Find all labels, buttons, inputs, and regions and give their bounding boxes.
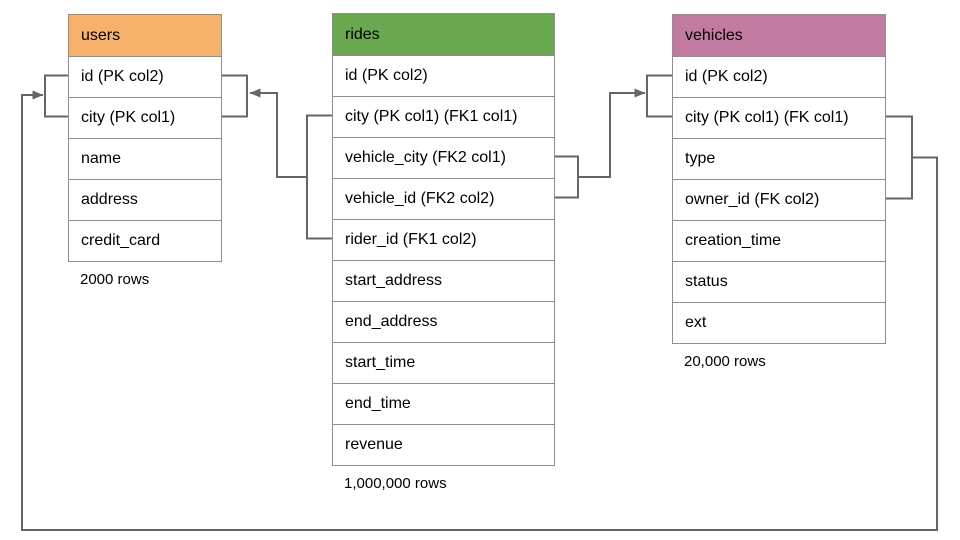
table-row: city (PK col1) [69,97,221,138]
table-vehicles-columns: id (PK col2)city (PK col1) (FK col1)type… [673,56,885,343]
table-row: id (PK col2) [333,55,554,96]
vehicles-left-bracket [646,74,672,118]
table-row: credit_card [69,220,221,261]
table-row: revenue [333,424,554,465]
table-row: city (PK col1) (FK col1) [673,97,885,138]
table-vehicles-box: vehicles id (PK col2)city (PK col1) (FK … [672,14,886,344]
vehicles-right-bracket [886,115,913,200]
table-vehicles: vehicles id (PK col2)city (PK col1) (FK … [672,14,886,370]
table-row: id (PK col2) [673,56,885,97]
table-users-row-count: 2000 rows [80,271,150,288]
table-vehicles-header: vehicles [673,15,885,56]
table-row: ext [673,302,885,343]
table-users-header: users [69,15,221,56]
table-row: name [69,138,221,179]
table-row: end_time [333,383,554,424]
table-vehicles-row-count: 20,000 rows [684,353,766,370]
table-row: end_address [333,301,554,342]
rides-right-bracket [555,155,579,199]
users-left-bracket [44,74,68,118]
table-row: address [69,179,221,220]
users-right-bracket [222,74,248,118]
fk-line-rides-to-vehicles [578,88,646,178]
table-rides-row-count: 1,000,000 rows [344,475,447,492]
table-row: rider_id (FK1 col2) [333,219,554,260]
table-row: id (PK col2) [69,56,221,97]
table-row: start_time [333,342,554,383]
table-row: creation_time [673,220,885,261]
table-row: start_address [333,260,554,301]
table-row: owner_id (FK col2) [673,179,885,220]
rides-left-bracket [306,114,332,240]
table-rides-box: rides id (PK col2)city (PK col1) (FK1 co… [332,13,555,466]
fk-line-rides-to-users [249,88,307,178]
table-row: status [673,261,885,302]
table-row: vehicle_city (FK2 col1) [333,137,554,178]
table-rides-columns: id (PK col2)city (PK col1) (FK1 col1)veh… [333,55,554,465]
table-row: vehicle_id (FK2 col2) [333,178,554,219]
table-rides-header: rides [333,14,554,55]
table-rides: rides id (PK col2)city (PK col1) (FK1 co… [332,13,555,492]
table-row: type [673,138,885,179]
table-row: city (PK col1) (FK1 col1) [333,96,554,137]
